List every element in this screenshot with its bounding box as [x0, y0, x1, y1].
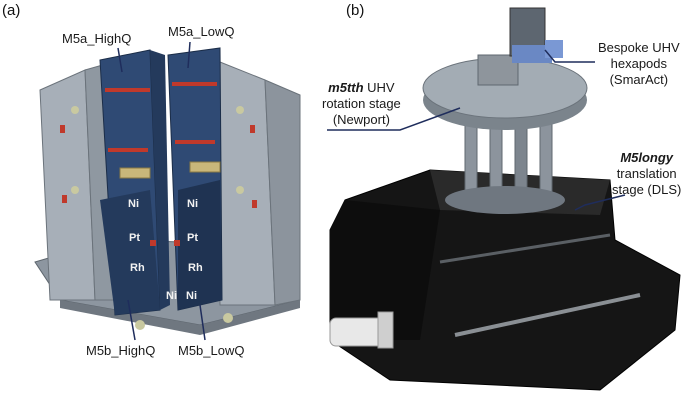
callout-rotation-line1: m5tth UHV	[322, 80, 401, 96]
callout-hexapods: Bespoke UHV hexapods (SmarAct)	[598, 40, 680, 88]
callout-translation-stage: M5longy translation stage (DLS)	[612, 150, 681, 198]
callout-rotation-line3: (Newport)	[332, 112, 390, 127]
callout-rotation-name: m5tth	[328, 80, 364, 95]
callout-lines-panel-a	[117, 41, 206, 341]
mirror-assembly-illustration	[34, 47, 301, 335]
callout-m5b-highq: M5b_HighQ	[86, 343, 156, 358]
callout-translation-line3: stage (DLS)	[612, 182, 682, 197]
coating-pt-right: Pt	[187, 232, 198, 244]
callout-translation-line1: M5longy	[612, 150, 681, 166]
callout-lines-panel-b	[327, 49, 626, 211]
panel-b-label: (b)	[346, 2, 365, 19]
callout-hexapods-line1: Bespoke UHV	[598, 40, 680, 55]
coating-ni-right-top: Ni	[187, 198, 198, 210]
coating-pt-left: Pt	[129, 232, 140, 244]
callout-rotation-stage: m5tth UHV rotation stage (Newport)	[322, 80, 401, 128]
panel-a-label: (a)	[2, 2, 21, 19]
callout-hexapods-line3: (SmarAct)	[609, 72, 669, 87]
callout-translation-name: M5longy	[620, 150, 674, 165]
callout-hexapods-line2: hexapods	[610, 56, 668, 71]
callout-rotation-line2: rotation stage	[322, 96, 401, 111]
coating-ni-right-bottom: Ni	[186, 290, 197, 302]
callout-m5a-highq: M5a_HighQ	[62, 31, 132, 46]
callout-rotation-line1-rest: UHV	[363, 80, 395, 95]
callout-translation-line2: translation	[616, 166, 677, 181]
stage-assembly-illustration	[329, 7, 681, 391]
callout-m5a-lowq: M5a_LowQ	[168, 24, 235, 39]
coating-ni-left-bottom: Ni	[166, 290, 177, 302]
coating-ni-left-top: Ni	[128, 198, 139, 210]
callout-m5b-lowq: M5b_LowQ	[178, 343, 245, 358]
coating-rh-right: Rh	[188, 262, 203, 274]
coating-rh-left: Rh	[130, 262, 145, 274]
